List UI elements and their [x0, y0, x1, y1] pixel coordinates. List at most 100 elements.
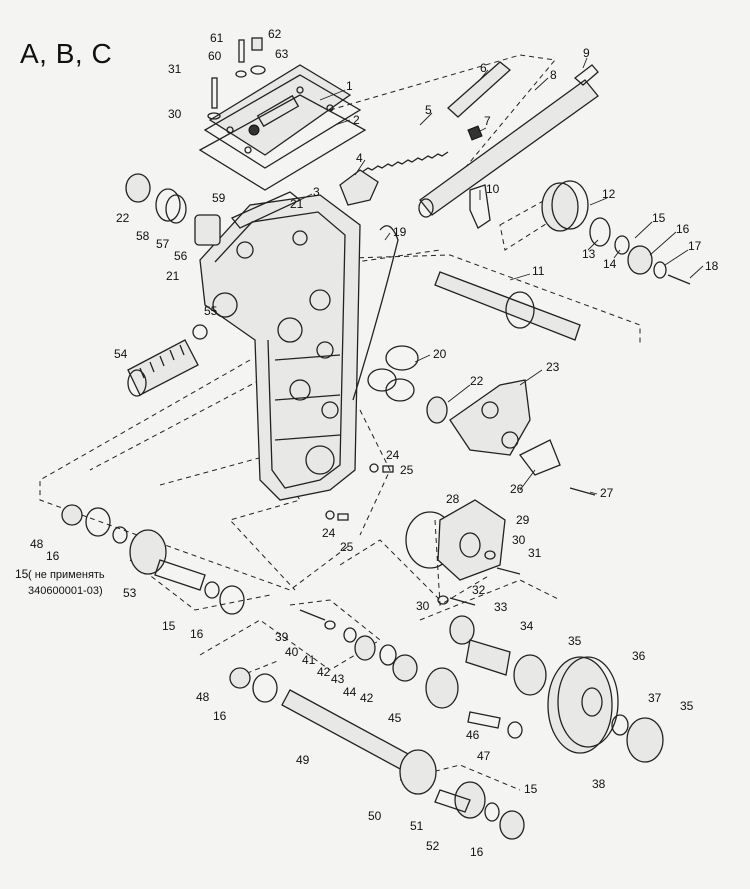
upper-right-gear-set	[541, 180, 691, 285]
callout-34: 34	[520, 619, 534, 633]
callout-16-middle: 16	[190, 627, 204, 641]
callout-30-lower: 30	[416, 599, 430, 613]
callout-37: 37	[648, 691, 662, 705]
callout-20: 20	[433, 347, 447, 361]
assembly-guide-lines	[39, 54, 641, 791]
middle-shaft-parts	[299, 609, 547, 709]
callout-16-bottom: 16	[470, 845, 484, 859]
callout-57: 57	[156, 237, 170, 251]
callout-12: 12	[602, 187, 616, 201]
spring	[361, 151, 449, 173]
callout-45: 45	[388, 711, 402, 725]
callout-25-lower: 25	[340, 540, 354, 554]
callout-16-left: 16	[46, 549, 60, 563]
callout-15-middle: 15	[162, 619, 176, 633]
callout-31-top: 31	[168, 62, 182, 76]
leader-lines	[299, 57, 704, 495]
callout-56: 56	[174, 249, 188, 263]
callout-23: 23	[546, 360, 560, 374]
callout-2: 2	[353, 113, 360, 127]
top-cover-plate	[198, 64, 367, 191]
callout-60: 60	[208, 49, 222, 63]
callout-25-upper: 25	[400, 463, 414, 477]
callout-39: 39	[275, 630, 289, 644]
callout-13: 13	[582, 247, 596, 261]
shaft-11	[434, 271, 581, 341]
callout-15-lower: 15	[524, 782, 538, 796]
callout-63: 63	[275, 47, 289, 61]
flange-cover	[405, 499, 521, 606]
note-line-2: 340600001-03)	[28, 585, 103, 597]
callout-54: 54	[114, 347, 128, 361]
callout-4: 4	[356, 151, 363, 165]
small-housing-parts	[339, 125, 491, 229]
callout-7: 7	[484, 114, 491, 128]
callout-48-lower: 48	[196, 690, 210, 704]
callout-29: 29	[516, 513, 530, 527]
callout-27: 27	[600, 486, 614, 500]
callout-44: 44	[343, 685, 357, 699]
lower-left-gear-shaft	[61, 504, 245, 615]
callout-18: 18	[705, 259, 719, 273]
callout-26: 26	[510, 482, 524, 496]
o-rings	[367, 345, 419, 402]
callout-24-lower: 24	[322, 526, 336, 540]
diagram-title: A, B, C	[20, 38, 113, 69]
callout-8: 8	[550, 68, 557, 82]
callout-10: 10	[486, 182, 500, 196]
callout-3: 3	[313, 185, 320, 199]
cover-fasteners	[207, 37, 266, 120]
callout-30-top: 30	[168, 107, 182, 121]
callout-55: 55	[204, 304, 218, 318]
callout-50: 50	[368, 809, 382, 823]
callout-14: 14	[603, 257, 617, 271]
lower-long-shaft	[229, 667, 525, 840]
callout-30-right: 30	[512, 533, 526, 547]
callout-31-right: 31	[528, 546, 542, 560]
callout-59: 59	[212, 191, 226, 205]
dipstick	[352, 225, 399, 401]
callout-38: 38	[592, 777, 606, 791]
callout-47: 47	[477, 749, 491, 763]
callout-35-lower: 35	[680, 699, 694, 713]
callout-9: 9	[583, 46, 590, 60]
callout-43: 43	[331, 672, 345, 686]
callout-6: 6	[480, 61, 487, 75]
note-line-1: ( не применять	[28, 569, 105, 581]
callout-17: 17	[688, 239, 702, 253]
callout-21-upper: 21	[290, 197, 304, 211]
pin-and-cap	[467, 711, 523, 739]
callout-48-upper: 48	[30, 537, 44, 551]
drain-screws	[325, 463, 394, 521]
callout-42-right: 42	[360, 691, 374, 705]
callout-35-upper: 35	[568, 634, 582, 648]
callout-5: 5	[425, 103, 432, 117]
callout-21-lower: 21	[166, 269, 180, 283]
callout-1: 1	[346, 79, 353, 93]
callout-15-upper: 15	[652, 211, 666, 225]
side-cover	[426, 379, 596, 496]
shift-rods	[418, 61, 599, 218]
callout-33: 33	[494, 600, 508, 614]
callout-11: 11	[532, 264, 545, 278]
callout-16-upper: 16	[676, 222, 690, 236]
left-bearings	[125, 173, 221, 246]
callout-49: 49	[296, 753, 310, 767]
callout-22-right: 22	[470, 374, 484, 388]
callout-32: 32	[472, 583, 486, 597]
callout-58: 58	[136, 229, 150, 243]
callout-51: 51	[410, 819, 424, 833]
callout-42-left: 42	[317, 665, 331, 679]
callout-28: 28	[446, 492, 460, 506]
callout-22-left: 22	[116, 211, 130, 225]
callout-15-left: 15	[15, 567, 29, 581]
callout-24-upper: 24	[386, 448, 400, 462]
callout-19: 19	[393, 225, 407, 239]
callout-61: 61	[210, 31, 224, 45]
large-gear	[547, 656, 664, 763]
callout-36: 36	[632, 649, 646, 663]
callout-62: 62	[268, 27, 282, 41]
callout-40: 40	[285, 645, 299, 659]
main-housing	[199, 194, 361, 501]
